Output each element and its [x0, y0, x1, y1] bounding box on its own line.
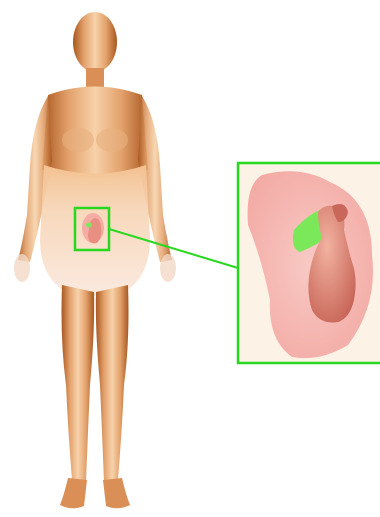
human-body-icon — [14, 12, 176, 508]
zoom-panel — [238, 163, 380, 363]
